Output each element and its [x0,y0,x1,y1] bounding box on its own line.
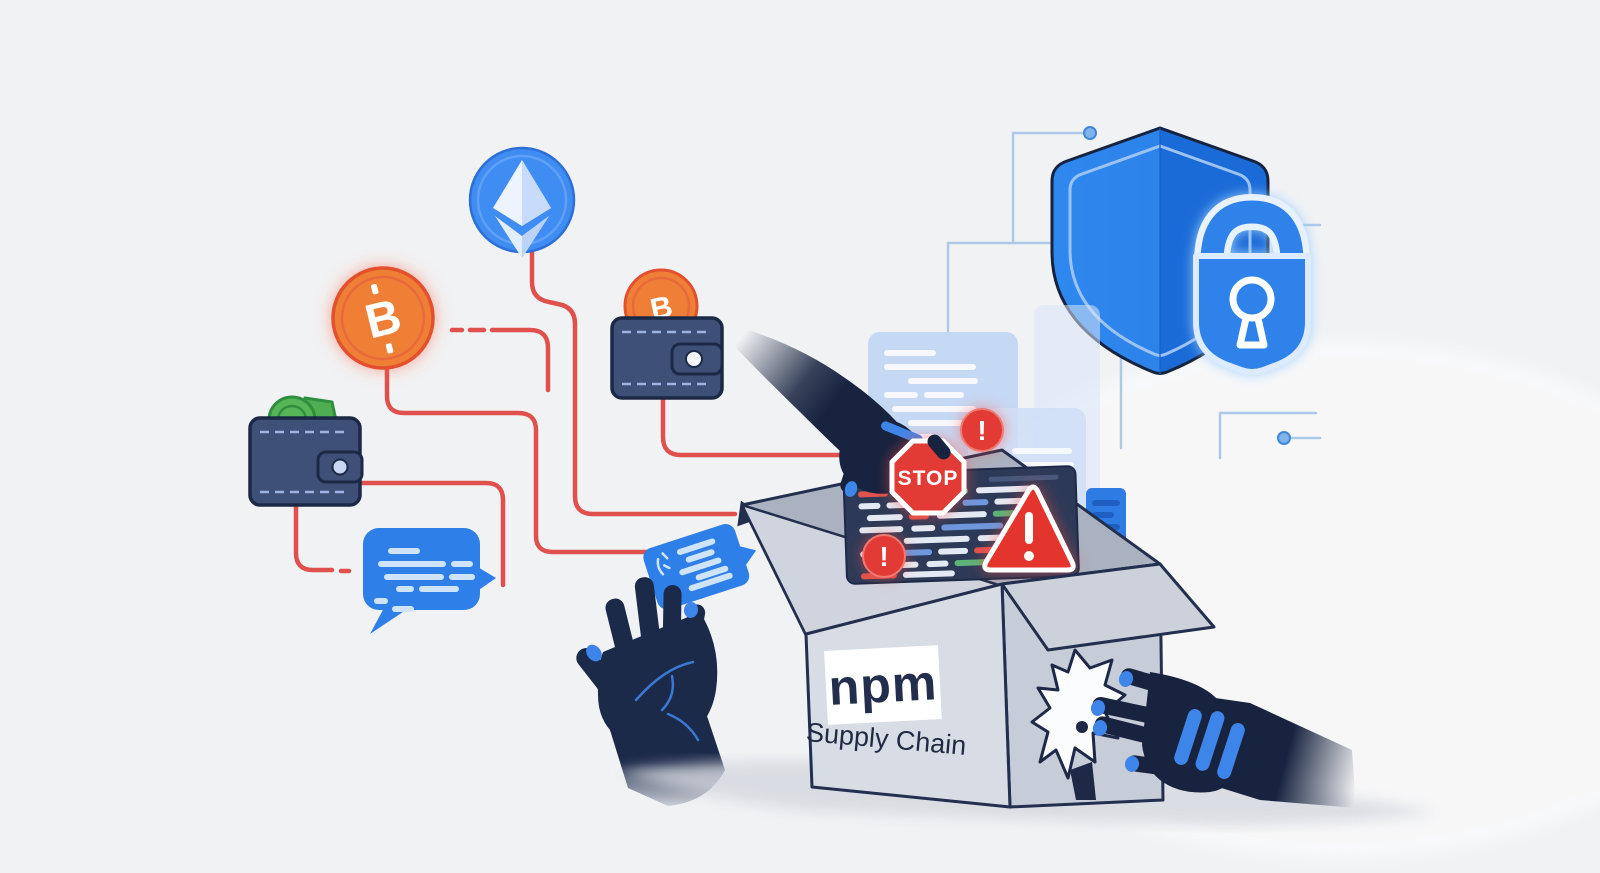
text-bar [911,524,936,532]
text-bar [676,538,716,555]
text-bar [388,548,420,554]
sleeve-stripe [1217,723,1245,779]
text-bar [688,572,733,592]
sleeve-stripe [1174,709,1202,765]
fingernail [586,644,602,662]
text-bar [892,406,976,412]
text-bar [1092,500,1120,506]
npm-label: npm [824,645,942,725]
svg-text:!: ! [879,541,888,572]
keyhole-icon [1229,276,1275,349]
text-bar [451,561,473,567]
hacker-hand-right [1090,668,1356,808]
text-bar [396,586,414,592]
text-bar [903,535,970,544]
red-connector-lines [293,249,877,588]
text-bar [858,502,881,510]
text-bar [392,606,414,612]
text-bar [941,522,1004,531]
fingernail [1090,700,1106,716]
text-bar [924,392,964,398]
fingernail [1124,756,1140,772]
chat-bubble-icon [363,528,496,634]
text-bar [962,499,989,506]
text-bar [926,560,949,568]
circuit-lines [946,126,1322,460]
alert-circle-icon: ! [960,408,1004,452]
text-bar [866,514,903,522]
text-bar [936,511,987,519]
stop-sign-icon: STOP [889,438,967,516]
ethereum-coin-icon [468,146,576,258]
text-bar [449,574,475,580]
text-bar [908,420,968,426]
box-right-flap [1000,562,1216,652]
fingernail [1118,671,1134,687]
torn-hole-icon [1030,648,1127,800]
text-bar [1092,512,1114,518]
text-bar [679,557,722,576]
sleeve-stripe [881,421,923,444]
alert-circle-icon: ! [862,534,906,578]
circuit-node [1083,126,1097,140]
text-bar [884,350,936,356]
warning-triangle-icon [982,484,1076,573]
hacker-hand-left [576,577,725,806]
text-bar [695,565,729,581]
text-bar [1012,448,1072,454]
fingernail [844,481,858,497]
text-bar [685,549,715,563]
text-bar [378,561,446,567]
sleeve-stripe [1195,711,1225,771]
fingernail [683,602,699,618]
bitcoin-coin-icon: B [331,266,435,370]
svg-text:!: ! [977,415,986,446]
npm-logo-text: npm [827,654,938,716]
bitcoin-wallet-icon: B [610,268,724,400]
text-bar [908,378,978,384]
fingertip [927,434,951,460]
text-bar [859,526,904,534]
text-bar [902,570,955,578]
stop-sign-text: STOP [898,467,959,490]
text-bar [419,586,459,592]
fingernail [1092,720,1108,736]
padlock-icon [1193,193,1311,375]
text-bar [384,574,444,580]
text-bar [884,364,976,370]
cash-wallet-icon [248,395,364,507]
text-bar [975,485,1034,494]
circuit-node [1277,431,1291,445]
text-bar [884,392,918,398]
text-bar [938,547,969,555]
text-bar [374,598,388,604]
